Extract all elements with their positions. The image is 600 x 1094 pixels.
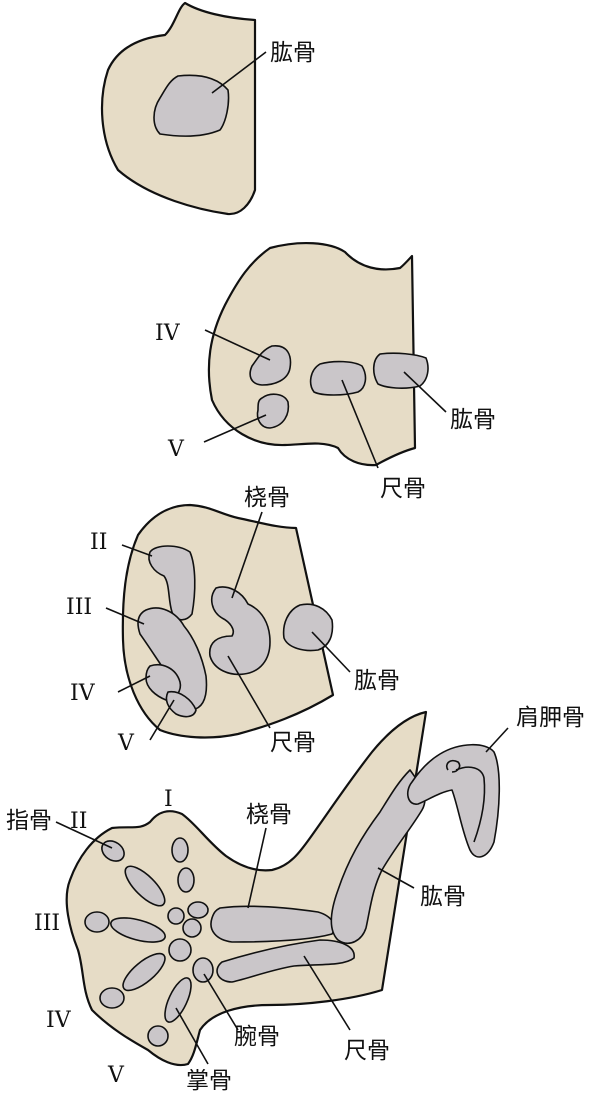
stage-2-digit-iv-leader [204, 329, 271, 361]
stage-1-humerus-leader [211, 51, 267, 94]
stage-4-carpal-4 [168, 938, 192, 962]
stage-4-metacarpals-label: 掌骨 [186, 1068, 232, 1094]
stage-2-digit-iv-label: IV [155, 321, 181, 346]
stage-4-metacarpal-ii [124, 865, 166, 907]
stage-4-carpal-1 [167, 907, 185, 925]
stage-2-ulna-label: 尺骨 [380, 476, 426, 502]
stage-4-digit-ii-label: II [70, 809, 87, 834]
stage-4-metacarpal-v [164, 977, 192, 1023]
stage-3-digit-v-label: V [117, 731, 135, 756]
stage-4-digit-iii-label: III [34, 911, 60, 936]
stage-4-limb [65, 710, 428, 1067]
stage-2-humerus-leader [403, 371, 447, 413]
stage-4-metacarpal-iii [110, 917, 166, 943]
stage-4-phalanx-i-proximal [177, 867, 195, 893]
stage-3-humerus-label: 肱骨 [354, 668, 400, 694]
stage-3-radius-label: 桡骨 [244, 485, 290, 511]
stage-4-radius-leader [247, 827, 267, 909]
stage-4-humerus [330, 769, 426, 944]
stage-2-digit-v-leader [203, 414, 267, 443]
stage-4-carpal-5 [192, 957, 214, 983]
stage-3-digit-iv-leader [117, 675, 151, 693]
stage-4-humerus-leader [377, 867, 415, 889]
stage-2-humerus-label: 肱骨 [450, 407, 496, 433]
stage-4-radius [210, 905, 336, 943]
stage-4-ulna-label: 尺骨 [344, 1038, 390, 1064]
stage-4-digit-i-label: I [164, 787, 173, 812]
stage-4-scapula-spine [455, 766, 486, 843]
stage-3-digit-v-bone [165, 690, 197, 718]
stage-4-phalanx-v [147, 1025, 169, 1047]
stage-4: I 指骨 II 桡骨 肩胛骨 III 肱骨 IV 腕骨 尺骨 V 掌骨 [6, 705, 585, 1094]
stage-2-ulna-leader [341, 379, 379, 469]
stage-4-phalanges-label: 指骨 [6, 808, 52, 834]
stage-4-carpal-2 [187, 901, 209, 919]
stage-3-digit-iii-leader [105, 607, 145, 625]
stage-3-humerus-leader [311, 631, 351, 673]
stage-3-ulna-leader [227, 655, 271, 729]
stage-4-ulna-leader [303, 955, 351, 1031]
stage-4-digit-v-label: V [107, 1063, 125, 1088]
stage-4-humerus-label: 肱骨 [420, 884, 466, 910]
stage-3-radius-leader [231, 511, 263, 599]
stage-4-phalanx-iv [99, 987, 125, 1009]
stage-3-digit-ii-bone [148, 545, 196, 621]
stage-3-digit-v-leader [149, 699, 175, 741]
stage-4-digit-iv-label: IV [46, 1008, 72, 1033]
stage-1-humerus-label: 肱骨 [270, 40, 316, 66]
stage-3-digit-ii-leader [121, 544, 153, 557]
stage-4-metacarpal-iv [122, 952, 166, 992]
stage-4-phalanges-leader [55, 821, 113, 849]
stage-4-carpals-label: 腕骨 [234, 1024, 280, 1050]
stage-3-digit-iv-label: IV [70, 681, 96, 706]
stage-3-ulna-label: 尺骨 [270, 730, 316, 756]
stage-4-scapula-label: 肩胛骨 [516, 705, 585, 731]
stage-4-scapula-leader [485, 727, 509, 753]
stage-3-digit-ii-label: II [90, 530, 107, 555]
stage-3: 桡骨 II III IV V 肱骨 尺骨 [66, 485, 400, 756]
stage-4-scapula [406, 743, 501, 858]
stage-2-digit-v-bone [256, 393, 290, 429]
stage-3-radius-ulna-bone [208, 586, 271, 676]
stage-4-phalanx-i-distal [171, 837, 189, 863]
stage-1-humerus [153, 74, 230, 137]
stage-3-humerus-bone [282, 603, 334, 652]
stage-2-humerus-bone [372, 352, 429, 389]
stage-4-carpal-3 [182, 918, 202, 938]
stage-4-carpals-leader [203, 973, 239, 1031]
stage-4-radius-label: 桡骨 [246, 802, 292, 828]
stage-4-phalanx-iii [84, 911, 110, 933]
stage-2: IV V 肱骨 尺骨 [155, 241, 496, 502]
stage-2-ulna-bone [309, 360, 367, 396]
stage-4-scapula-glenoid [445, 759, 461, 773]
stage-2-digit-v-label: V [167, 437, 185, 462]
stage-4-metacarpals-leader [175, 1007, 209, 1065]
stage-4-ulna [216, 939, 355, 983]
stage-3-digit-iii-label: III [66, 595, 92, 620]
stage-1: 肱骨 [100, 1, 316, 216]
